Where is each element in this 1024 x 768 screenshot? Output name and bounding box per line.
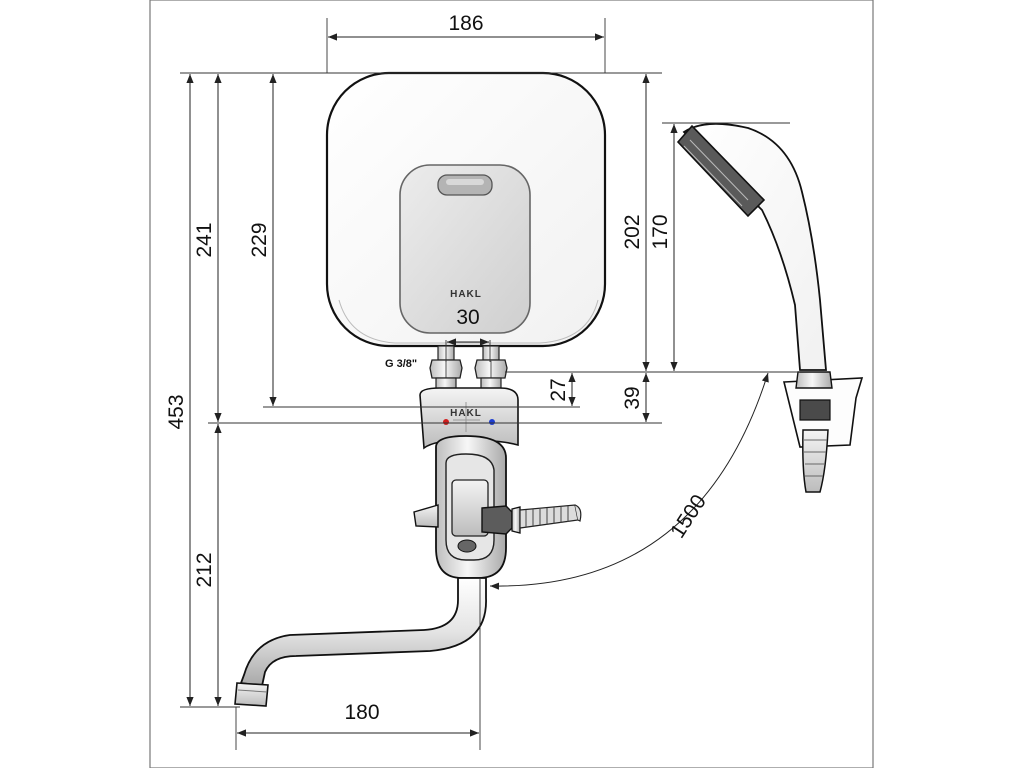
dimension-lines — [186, 33, 769, 737]
inlet-fittings — [429, 345, 508, 393]
mixer-faucet: HAKL — [413, 387, 582, 579]
label-186: 186 — [448, 12, 483, 35]
label-30: 30 — [456, 306, 479, 329]
heater-front-panel — [399, 164, 531, 334]
label-229: 229 — [248, 222, 271, 257]
label-27: 27 — [547, 378, 570, 401]
cold-indicator — [489, 419, 495, 425]
drawing-frame — [149, 0, 874, 768]
label-212: 212 — [193, 552, 216, 587]
shower-hose-stub — [519, 504, 579, 529]
label-241: 241 — [193, 222, 216, 257]
label-170: 170 — [649, 214, 672, 249]
label-180: 180 — [344, 701, 379, 724]
water-heater: HAKL — [325, 71, 607, 348]
hot-indicator — [443, 419, 449, 425]
label-1500: 1500 — [666, 491, 711, 543]
extension-lines — [180, 18, 800, 750]
brand-logo: HAKL — [450, 289, 482, 300]
label-453: 453 — [165, 394, 188, 429]
spout — [234, 577, 487, 707]
shower-head — [676, 122, 864, 493]
dim-arc-1500 — [489, 372, 769, 590]
label-thread: G 3/8" — [385, 358, 417, 370]
label-39: 39 — [621, 386, 644, 409]
label-202: 202 — [621, 214, 644, 249]
